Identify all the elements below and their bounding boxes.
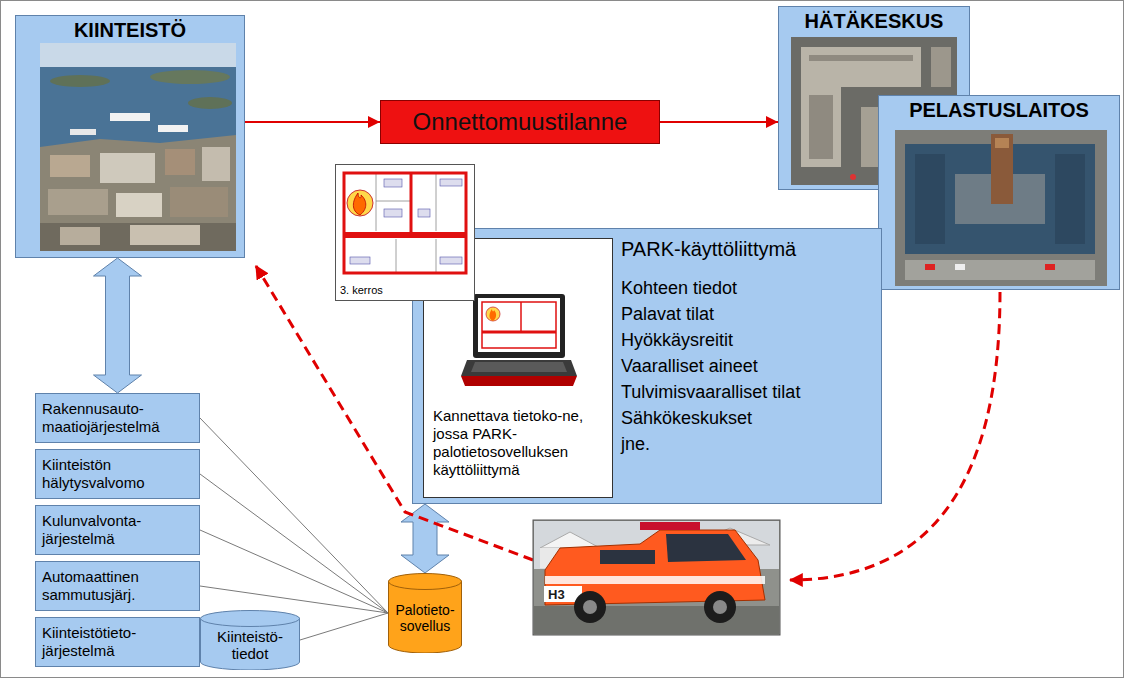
- node-label: Onnettomuustilanne: [413, 108, 628, 136]
- node-text: Palavat tilat: [621, 301, 871, 327]
- data-link-line: [200, 418, 388, 613]
- floor-plan-box: 3. kerros: [335, 164, 475, 301]
- node-label: Kannettava tietoko-ne, jossa PARK-paloti…: [433, 407, 606, 479]
- database-cylinder: Palotieto-sovellus: [388, 573, 462, 653]
- node-label: 3. kerros: [340, 284, 470, 297]
- system-box: Automaattinen sammutusjärj.: [35, 561, 200, 611]
- cylinder-top: [389, 574, 462, 590]
- fire-truck-photo: [533, 520, 780, 635]
- node-text: Tulvimisvaaralliset tilat: [621, 379, 871, 405]
- system-box: Kiinteistötieto-järjestelmä: [35, 617, 200, 667]
- node-label: Automaattinen sammutusjärj.: [42, 568, 193, 604]
- property-panel: KIINTEISTÖ: [15, 15, 245, 258]
- node-label: PELASTUSLAITOS: [879, 98, 1119, 122]
- data-link-line: [200, 586, 388, 613]
- node-label: HÄTÄKESKUS: [779, 9, 969, 33]
- cylinder-top: [201, 611, 300, 627]
- node-label: Kiinteistön hälytysvalvomo: [42, 456, 193, 492]
- node-label: Palotieto-sovellus: [391, 602, 459, 634]
- node-text: Vaaralliset aineet: [621, 353, 871, 379]
- flow-arrow: [245, 121, 380, 123]
- data-link-line: [300, 613, 388, 640]
- node-text: Sähkökeskukset: [621, 405, 871, 431]
- rescue-department-photo: [895, 130, 1107, 286]
- node-text: Kohteen tiedot: [621, 275, 871, 301]
- double-block-arrow: [94, 258, 142, 393]
- incident-box: Onnettomuustilanne: [380, 100, 660, 144]
- property-photo: [40, 43, 236, 251]
- system-box: Kiinteistön hälytysvalvomo: [35, 449, 200, 499]
- node-text: jne.: [621, 431, 871, 457]
- data-link-line: [200, 474, 388, 613]
- node-label: PARK-käyttöliittymä: [621, 237, 871, 261]
- node-label: Kiinteistötieto-järjestelmä: [42, 624, 193, 660]
- node-label: KIINTEISTÖ: [16, 18, 244, 42]
- rescue-department-panel: PELASTUSLAITOS: [878, 95, 1120, 290]
- system-box: Rakennusauto-maatiojärjestelmä: [35, 393, 200, 443]
- user-interface-panel: PARK-käyttöliittymäKohteen tiedotPalavat…: [412, 228, 882, 504]
- flow-arrow: [660, 121, 778, 123]
- floor-plan-drawing: [336, 165, 474, 283]
- data-link-line: [200, 530, 388, 613]
- node-text: Hyökkäysreitit: [621, 327, 871, 353]
- database-cylinder: Kiinteistö-tiedot: [200, 610, 300, 670]
- system-box: Kulunvalvonta-järjestelmä: [35, 505, 200, 555]
- cylinder-body: [389, 581, 462, 653]
- node-label: Rakennusauto-maatiojärjestelmä: [42, 400, 193, 436]
- vehicle-code: H3: [548, 587, 565, 602]
- laptop-picture: [459, 294, 579, 394]
- node-label: Kulunvalvonta-järjestelmä: [42, 512, 193, 548]
- node-label: Kiinteistö-tiedot: [203, 628, 297, 662]
